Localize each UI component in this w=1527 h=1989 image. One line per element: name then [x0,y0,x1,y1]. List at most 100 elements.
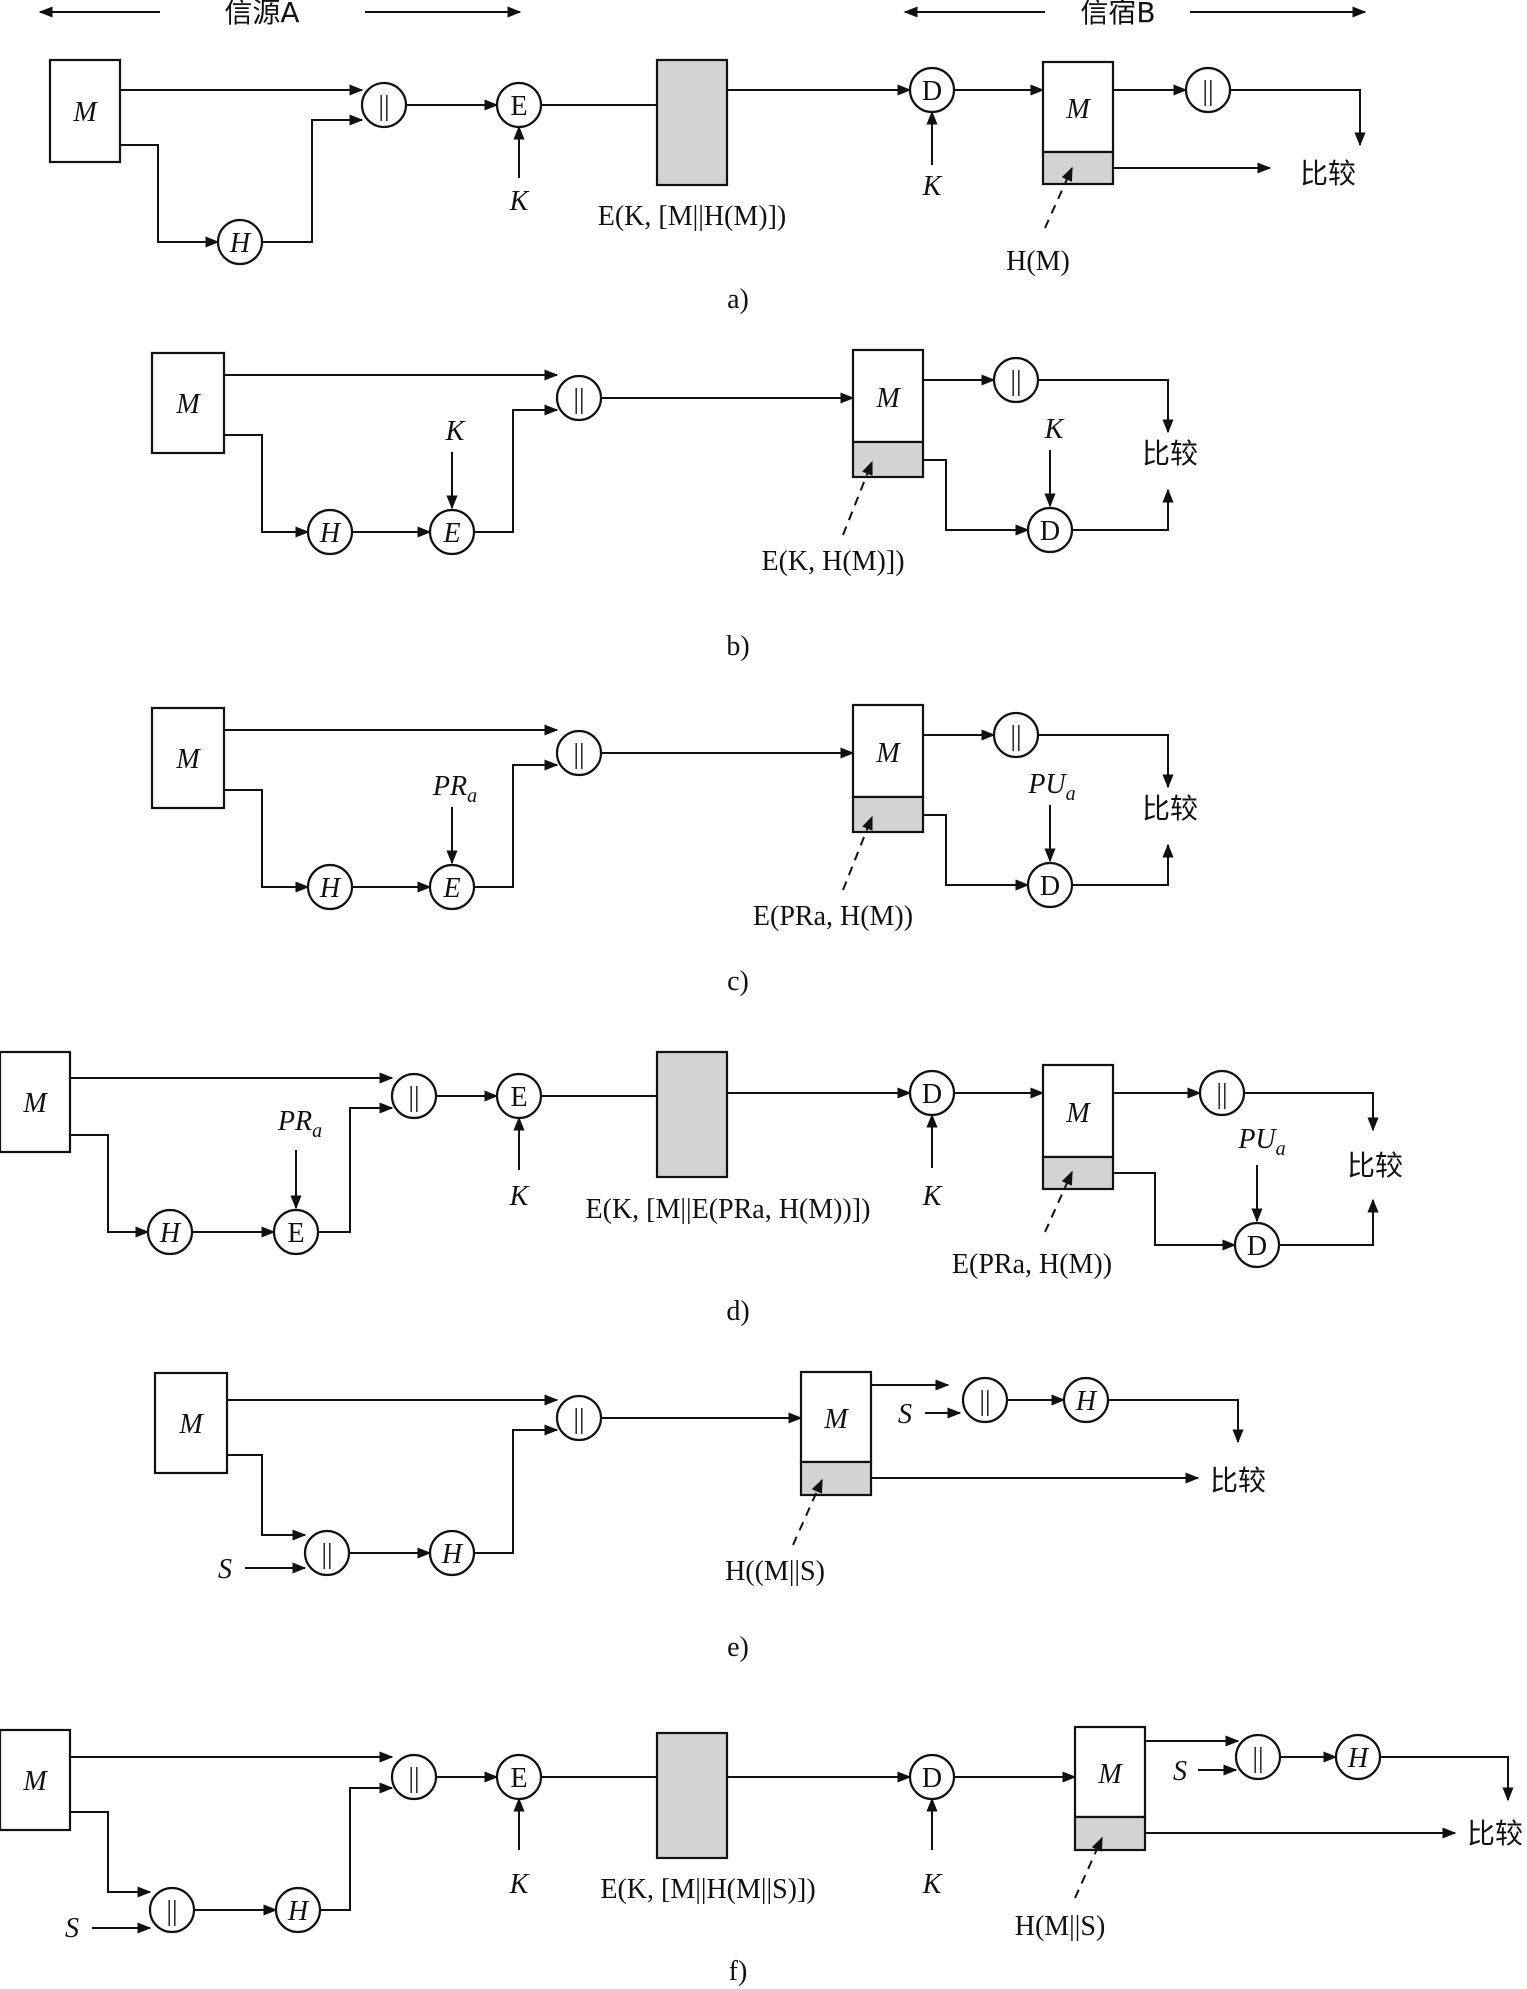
message-label: M [22,1088,48,1119]
tag-label: H(M||S) [1015,1911,1106,1942]
key-label: K [509,1181,530,1212]
tag-label: E(K, H(M)]) [761,546,904,577]
wire [1380,1756,1514,1802]
tag-label: H(M) [1006,246,1070,277]
received-message-box [1041,60,1115,154]
wire [474,759,559,888]
panel-d: M H E PRa || E K E(K, [M||E(PRa, H(M))])… [0,1050,1403,1327]
encrypt-node-label: E [287,1218,304,1249]
message-label: M [72,97,98,128]
panel-a: M H || E K E(K, [M||H(M)]) D K M || 比较 H… [48,58,1366,315]
tag-pointer [792,1478,823,1546]
tag-block [1041,150,1115,186]
concat-node-label: || [573,1404,584,1435]
tag-block [851,795,925,834]
wire [1279,1198,1379,1246]
tag-label: H((M||S) [725,1556,825,1587]
encrypt-node-label: E [442,873,460,904]
hash-node-label: H [1347,1743,1370,1774]
wire [1072,488,1174,531]
tag-block [799,1460,873,1497]
concat-node-label: || [1216,1079,1227,1110]
panel-caption: f) [729,1956,748,1987]
received-message-box [1041,1063,1115,1159]
channel-block [655,1050,729,1179]
concat-node-label: || [1010,721,1021,752]
received-message-box [799,1370,873,1464]
message-box [153,1371,229,1475]
tag-pointer [1074,1836,1103,1899]
encrypt-node-label: E [442,518,460,549]
secret-label: S [65,1913,79,1944]
received-message-box [1073,1725,1147,1819]
message-label: M [1097,1759,1123,1790]
channel-label: E(K, [M||E(PRa, H(M))]) [586,1194,871,1225]
public-key-label: PUa [1027,769,1075,805]
tag-block [1041,1155,1115,1191]
decrypt-node-label: D [922,1763,942,1794]
channel-label: E(K, [M||H(M)]) [598,201,787,232]
message-box [0,1728,72,1832]
encrypt-node-label: E [510,91,527,122]
key-label: K [922,171,943,202]
encrypt-node-label: E [510,1082,527,1113]
message-label: M [178,1409,204,1440]
wire [923,459,1030,536]
tag-block [1073,1815,1147,1852]
wire [923,814,1030,891]
hash-node-label: H [229,228,252,259]
private-key-label: PRa [277,1106,322,1142]
key-base: PR [277,1106,312,1137]
decrypt-node-label: D [922,76,942,107]
compare-label: 比较 [1142,792,1198,825]
panel-caption: d) [726,1296,749,1327]
hash-node-label: H [441,1539,464,1570]
concat-node-label: || [408,1763,419,1794]
public-key-label: PUa [1237,1124,1285,1160]
decrypt-node-label: D [922,1079,942,1110]
panel-f: M S || H || E K E(K, [M||H(M||S)]) D K M… [0,1725,1523,1987]
wire [320,1782,394,1911]
message-label: M [175,389,201,420]
source-label: 信源A [224,0,299,29]
private-key-label: PRa [432,771,477,807]
wire [474,1424,559,1554]
panel-caption: b) [726,631,749,662]
hash-node-label: H [159,1218,182,1249]
tag-label: E(PRa, H(M)) [952,1249,1112,1280]
wire [1072,843,1174,886]
hash-node-label: H [319,873,342,904]
wire [224,789,310,893]
concat-node-label: || [408,1082,419,1113]
message-box [150,706,226,810]
channel-label: E(K, [M||H(M||S)]) [600,1874,815,1905]
concat-node-label: || [378,91,389,122]
key-subscript: a [312,1120,322,1142]
wire [318,1102,394,1233]
wire [1113,1172,1237,1251]
panel-c: M H E PRa || M || 比较 D PUa E(PRa, H(M)) … [150,703,1198,997]
concat-node-label: || [979,1386,990,1417]
key-label: K [922,1869,943,1900]
received-message-box [851,348,925,444]
key-base: PU [1237,1124,1277,1155]
wire [70,1811,152,1898]
wire [120,144,220,248]
wire [227,1454,307,1541]
compare-label: 比较 [1300,157,1356,190]
key-subscript: a [1276,1138,1286,1160]
key-label: K [445,416,466,447]
panel-caption: a) [727,284,749,315]
message-label: M [875,738,901,769]
concat-node-label: || [1202,76,1213,107]
message-label: M [1065,1098,1091,1129]
tag-label: E(PRa, H(M)) [753,901,913,932]
key-label: K [509,1869,530,1900]
key-subscript: a [467,785,477,807]
message-label: M [175,744,201,775]
panel-b: M H E K || M || 比较 D K E(K, H(M)]) b) [150,348,1198,662]
message-label: M [22,1766,48,1797]
secret-label: S [218,1554,232,1585]
concat-node-label: || [573,739,584,770]
message-box [0,1050,72,1154]
